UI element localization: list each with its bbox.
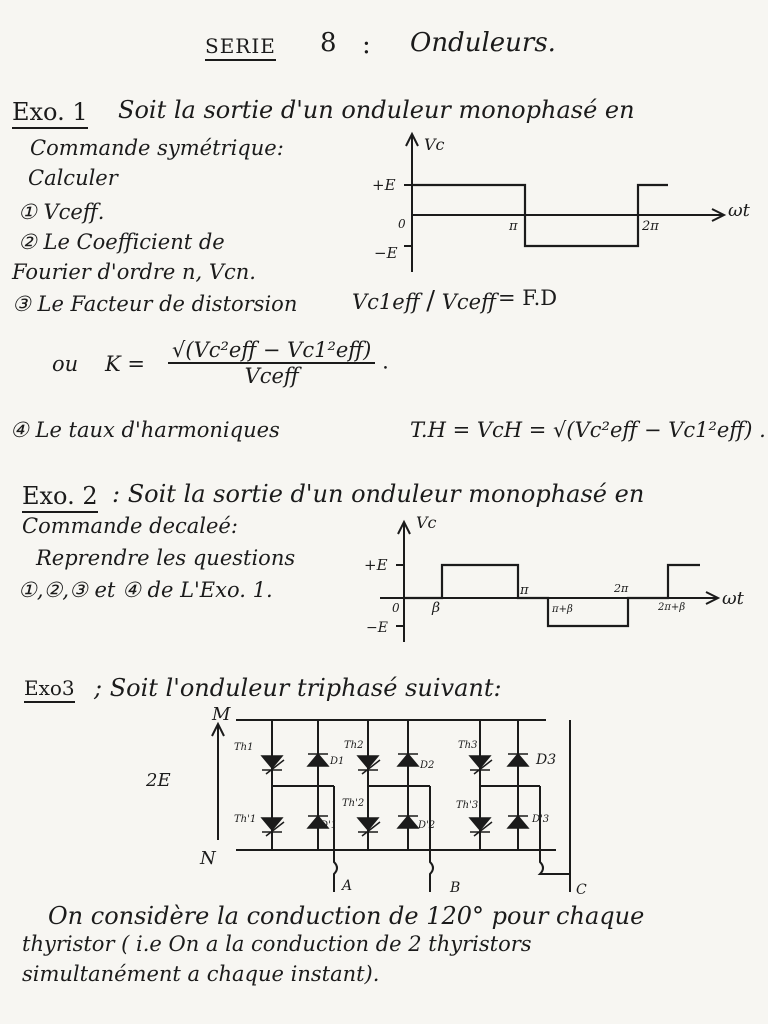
exo1-question-3: ③ Le Facteur de distorsion bbox=[12, 292, 298, 316]
ratio-denominator: Vceff bbox=[441, 290, 496, 314]
g2-ylabel: Vc bbox=[416, 513, 437, 532]
exo1-intro-line2: Commande symétrique: bbox=[30, 136, 284, 160]
diode-d1-icon bbox=[306, 752, 330, 767]
series-label: SERIE bbox=[205, 34, 276, 61]
g1-minus-e: −E bbox=[374, 244, 398, 262]
exo1-question-2-line2: Fourier d'ordre n, Vcn. bbox=[12, 260, 256, 284]
label-d2p: D'2 bbox=[417, 820, 435, 831]
label-d2: D2 bbox=[419, 760, 434, 771]
label-d3: D3 bbox=[535, 752, 556, 768]
g1-x-arrow bbox=[711, 208, 727, 222]
g1-tick-pi: π bbox=[508, 219, 518, 234]
label-th2: Th2 bbox=[344, 740, 363, 751]
output-a: A bbox=[340, 878, 352, 894]
k-denominator: Vceff bbox=[244, 364, 299, 388]
exo3-conclusion-line1: On considère la conduction de 120° pour … bbox=[48, 902, 645, 930]
output-line-c bbox=[537, 786, 571, 892]
g2-tick-beta: β bbox=[431, 600, 440, 616]
node-n: N bbox=[199, 848, 217, 869]
g1-xlabel: ωt bbox=[728, 200, 751, 221]
thyristor-th3-icon bbox=[468, 755, 492, 770]
harmonic-rate-formula: T.H = VcH = √(Vc²eff − Vc1²eff) . bbox=[410, 418, 766, 442]
g1-y-arrow bbox=[405, 131, 419, 147]
exo3-conclusion-line2: thyristor ( i.e On a la conduction de 2 … bbox=[22, 932, 532, 956]
title-colon: : bbox=[362, 30, 371, 60]
diode-d2p-icon bbox=[396, 814, 420, 829]
g2-xlabel: ωt bbox=[722, 588, 745, 609]
exo2-intro-line1: : Soit la sortie d'un onduleur monophasé… bbox=[112, 480, 645, 508]
label-d1: D1 bbox=[329, 756, 344, 767]
thyristor-th2-icon bbox=[356, 755, 380, 770]
g2-tick-pi-beta: π+β bbox=[551, 604, 573, 615]
label-th3: Th3 bbox=[458, 740, 477, 751]
exo1-label: Exo. 1 bbox=[12, 98, 88, 129]
thyristor-th1p-icon bbox=[260, 817, 284, 832]
label-th2p: Th'2 bbox=[342, 798, 364, 809]
exo1-question-2-line1: ② Le Coefficient de bbox=[18, 230, 225, 254]
g2-plus-e: +E bbox=[364, 556, 388, 574]
thyristor-th3p-icon bbox=[468, 817, 492, 832]
g2-tick-pi: π bbox=[519, 583, 529, 598]
exo3-label: Exo3 bbox=[24, 676, 75, 703]
source-2e: 2E bbox=[145, 770, 171, 791]
k-lhs: K = bbox=[105, 352, 145, 376]
g2-minus-e: −E bbox=[366, 620, 388, 636]
g2-waveform bbox=[404, 563, 700, 628]
g1-ylabel: Vc bbox=[424, 135, 445, 154]
exo1-calculer: Calculer bbox=[28, 166, 118, 190]
label-th3p: Th'3 bbox=[456, 800, 478, 811]
exo2-intro-line2: Commande decaleé: bbox=[22, 514, 238, 538]
series-number: 8 bbox=[320, 28, 337, 58]
output-c: C bbox=[576, 882, 587, 898]
output-line-a bbox=[333, 786, 338, 892]
k-fraction: √(Vc²eff − Vc1²eff) Vceff . bbox=[168, 338, 389, 388]
g1-tick-2pi: 2π bbox=[641, 219, 659, 234]
node-m: M bbox=[211, 704, 231, 725]
exo1-intro-line1: Soit la sortie d'un onduleur monophasé e… bbox=[118, 96, 635, 124]
g2-tick-2pi-beta: 2π+β bbox=[657, 602, 685, 613]
exo2-label: Exo. 2 bbox=[22, 482, 98, 513]
exo3-conclusion-line3: simultanément a chaque instant). bbox=[22, 962, 380, 986]
g2-tick-2pi: 2π bbox=[613, 582, 629, 595]
output-b: B bbox=[449, 880, 460, 896]
label-d1p: D'1 bbox=[319, 820, 337, 831]
label-th1p: Th'1 bbox=[234, 814, 256, 825]
diode-d3-icon bbox=[506, 752, 530, 767]
exo2-reprendre-line1: Reprendre les questions bbox=[36, 546, 296, 570]
ou-label: ou bbox=[52, 352, 79, 376]
output-line-b bbox=[429, 786, 434, 892]
label-d3p: D'3 bbox=[531, 814, 549, 825]
distortion-ratio: Vc1eff / Vceff bbox=[352, 286, 496, 316]
page-title: Onduleurs. bbox=[410, 28, 556, 58]
g1-waveform bbox=[412, 183, 668, 248]
g1-origin: 0 bbox=[398, 217, 406, 231]
exo1-question-1: ① Vceff. bbox=[18, 200, 105, 224]
ratio-numerator: Vc1eff bbox=[352, 290, 420, 314]
g2-y-arrow bbox=[397, 519, 411, 535]
g2-x-arrow bbox=[705, 591, 721, 605]
label-th1: Th1 bbox=[234, 742, 253, 753]
thyristor-th2p-icon bbox=[356, 817, 380, 832]
diode-d2-icon bbox=[396, 752, 420, 767]
g2-origin: 0 bbox=[392, 601, 400, 615]
diode-d3p-icon bbox=[506, 814, 530, 829]
exo1-question-4: ④ Le taux d'harmoniques bbox=[10, 418, 280, 442]
distortion-factor-eq: = F.D bbox=[498, 286, 558, 310]
exo2-reprendre-line2: ①,②,③ et ④ de L'Exo. 1. bbox=[18, 578, 273, 602]
k-numerator: √(Vc²eff − Vc1²eff) bbox=[168, 338, 376, 364]
g1-plus-e: +E bbox=[372, 176, 396, 194]
exo3-intro: ; Soit l'onduleur triphasé suivant: bbox=[94, 674, 502, 702]
diode-d1p-icon bbox=[306, 814, 330, 829]
thyristor-th1-icon bbox=[260, 755, 284, 770]
